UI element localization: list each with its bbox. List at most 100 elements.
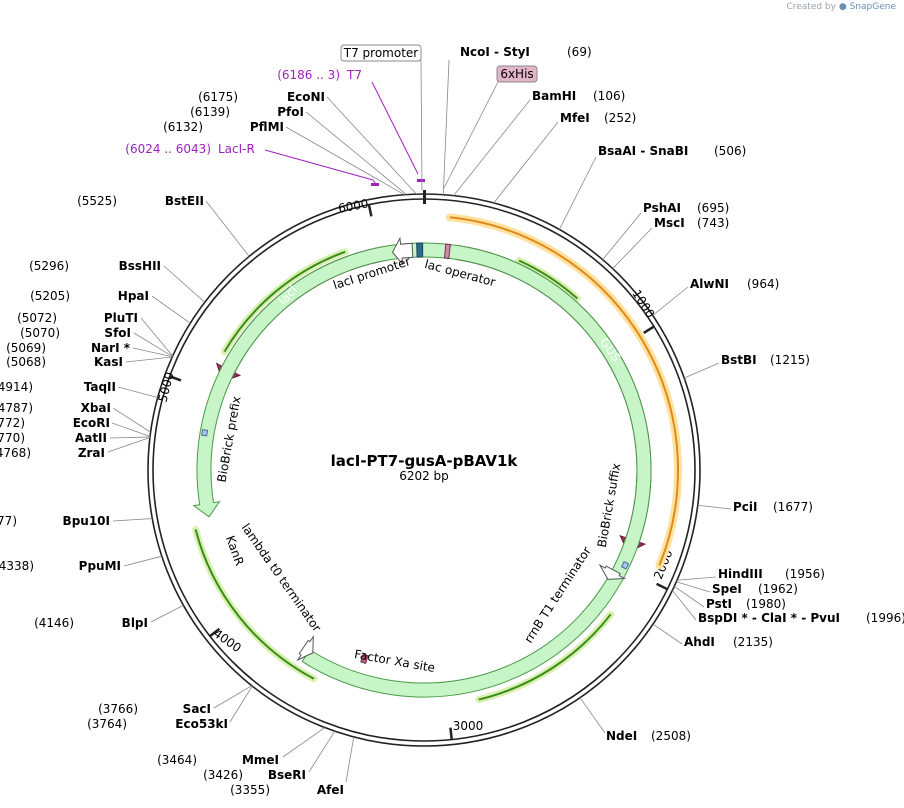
site-leader-line xyxy=(602,212,642,260)
tick-mark xyxy=(209,627,221,638)
site-position: (5525) xyxy=(77,194,117,208)
feature-factor-xa-site xyxy=(360,653,369,665)
site-name: TaqII xyxy=(84,380,116,394)
tick-label: 3000 xyxy=(453,719,484,733)
site-name: NdeI xyxy=(606,729,637,743)
site-position: (5072) xyxy=(17,311,57,325)
primer-name: T7 xyxy=(346,68,362,82)
feature-rrnb-terminator-arrow xyxy=(598,563,627,580)
site-position: (5070) xyxy=(20,326,60,340)
site-name: ZraI xyxy=(78,446,105,460)
site-position: (2508) xyxy=(651,729,691,743)
site-name: AfeI xyxy=(317,783,344,797)
site-name: PflMI xyxy=(250,120,284,134)
site-leader-line xyxy=(308,730,336,773)
snapgene-logo-icon: ● xyxy=(838,2,847,12)
tick-mark xyxy=(367,204,373,217)
site-leader-line xyxy=(677,576,717,581)
tick-mark xyxy=(449,727,453,740)
site-leader-line xyxy=(111,422,151,437)
tick-label: 6000 xyxy=(337,197,370,216)
site-leader-line xyxy=(579,697,606,734)
site-name: KasI xyxy=(94,355,123,369)
primer-leader-line xyxy=(264,149,374,181)
credit-prefix: Created by xyxy=(786,2,836,12)
site-name: PshAI xyxy=(643,201,681,215)
site-position: (3426) xyxy=(203,768,243,782)
site-name: SpeI xyxy=(712,582,742,596)
site-name: HindIII xyxy=(718,567,763,581)
site-name: SfoI xyxy=(104,326,131,340)
site-leader-line xyxy=(305,111,407,195)
site-name: SacI xyxy=(183,702,211,716)
site-position: (4338) xyxy=(0,559,34,573)
tick-mark xyxy=(656,582,668,591)
label-leader-line xyxy=(420,59,423,191)
feature-laci-promoter-arrow xyxy=(391,236,414,266)
site-position: (3764) xyxy=(87,717,127,731)
feature-kanr-arrow xyxy=(192,242,652,698)
site-leader-line xyxy=(652,623,683,645)
orf-arc xyxy=(518,259,578,300)
origin-mark xyxy=(423,190,426,204)
tick-mark xyxy=(169,375,182,382)
site-name: EcoNI xyxy=(287,90,325,104)
site-name: MscI xyxy=(654,216,685,230)
site-name: XbaI xyxy=(81,401,111,415)
t7-promoter-label: T7 promoter xyxy=(343,46,419,60)
site-leader-line xyxy=(282,727,326,758)
site-name: PciI xyxy=(733,500,758,514)
site-position: (6139) xyxy=(190,105,230,119)
site-name: HpaI xyxy=(118,289,149,303)
site-leader-line xyxy=(213,685,253,709)
site-name: MmeI xyxy=(242,753,279,767)
site-name: NarI * xyxy=(91,341,131,355)
site-leader-line xyxy=(672,590,697,621)
credit-brand: SnapGene xyxy=(849,2,896,12)
site-leader-line xyxy=(345,736,355,783)
site-position: (5068) xyxy=(6,355,46,369)
site-leader-line xyxy=(140,317,173,357)
tick-label: 5000 xyxy=(156,371,177,404)
site-position: (4146) xyxy=(34,616,74,630)
site-name: BlpI xyxy=(122,616,148,630)
site-position: (69) xyxy=(567,45,592,59)
feature-t7-promoter-box xyxy=(416,242,424,258)
site-leader-line xyxy=(205,200,250,257)
feature-biobrick-prefix xyxy=(201,428,209,437)
site-leader-line xyxy=(112,407,151,433)
site-name: Bpu10I xyxy=(63,514,110,528)
site-position: (1215) xyxy=(770,353,810,367)
site-leader-line xyxy=(652,286,689,316)
site-leader-line xyxy=(107,437,151,453)
site-position: (695) xyxy=(697,201,729,215)
site-name: MfeI xyxy=(560,111,590,125)
site-name: BstEII xyxy=(165,194,204,208)
site-leader-line xyxy=(285,126,405,196)
site-leader-line xyxy=(117,386,158,398)
site-position: (1956) xyxy=(785,567,825,581)
site-name: BstBI xyxy=(721,353,757,367)
site-name: PpuMI xyxy=(79,559,121,573)
site-position: (5296) xyxy=(29,259,69,273)
feature-6xhis-box xyxy=(443,243,451,259)
site-position: (4772) xyxy=(0,416,25,430)
site-position: (3355) xyxy=(230,783,270,797)
site-position: (5205) xyxy=(30,289,70,303)
tick-mark xyxy=(643,325,655,334)
site-leader-line xyxy=(326,96,417,195)
site-name: BssHII xyxy=(119,259,161,273)
feature-label: BioBrick suffix xyxy=(595,462,624,548)
site-name: PluTI xyxy=(104,311,138,325)
site-name: Eco53kI xyxy=(175,717,228,731)
primer-leader-line xyxy=(371,81,419,175)
site-leader-line xyxy=(132,347,173,358)
snapgene-credit: Created by ● SnapGene xyxy=(786,2,896,12)
site-name: NcoI - StyI xyxy=(460,45,530,59)
primer-t7-mark xyxy=(417,179,425,182)
site-position: (2135) xyxy=(733,635,773,649)
map-title: lacI-PT7-gusA-pBAV1k xyxy=(331,452,519,470)
site-leader-line xyxy=(442,59,450,195)
site-position: (106) xyxy=(593,89,625,103)
